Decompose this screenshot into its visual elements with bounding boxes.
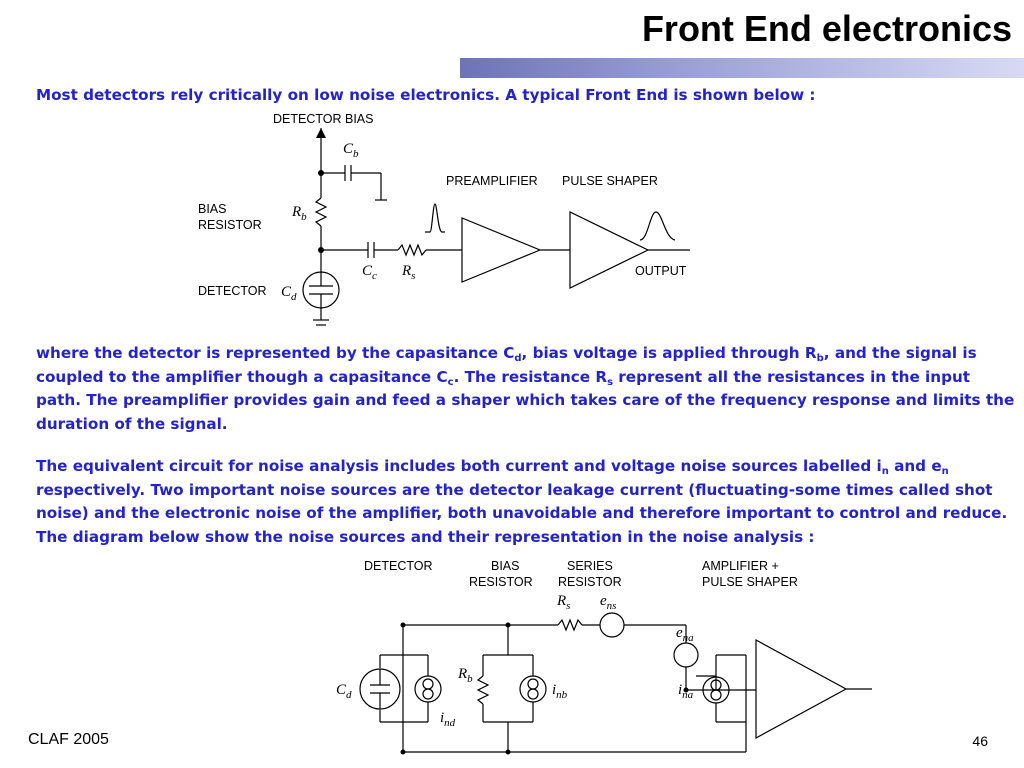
label-cb: Cb <box>343 141 359 160</box>
label-cd-2: Cd <box>336 682 352 701</box>
label-series-2: RESISTOR <box>558 575 622 589</box>
label-rs-2: Rs <box>556 593 570 612</box>
label-amp-2: PULSE SHAPER <box>702 575 798 589</box>
label-cd: Cd <box>281 284 297 303</box>
label-detector: DETECTOR <box>198 284 267 298</box>
label-ina: ina <box>678 682 694 701</box>
noise-analysis-text: The equivalent circuit for noise analysi… <box>36 457 1008 546</box>
label-bias-2-1: BIAS <box>491 559 520 573</box>
slide-title: Front End electronics <box>641 8 1012 49</box>
title-gradient-bar <box>460 58 1024 78</box>
label-rs: Rs <box>401 263 415 282</box>
label-series-1: SERIES <box>567 559 613 573</box>
front-end-circuit-diagram: DETECTOR BIAS Cb PREAMPLIFIER PULSE SHAP… <box>198 112 690 326</box>
label-cc: Cc <box>362 263 377 282</box>
noise-equivalent-circuit-diagram: DETECTOR BIAS RESISTOR SERIES RESISTOR A… <box>336 557 880 755</box>
label-bias-1: BIAS <box>198 202 227 216</box>
label-inb: inb <box>552 682 568 701</box>
label-bias-2: RESISTOR <box>198 218 262 232</box>
label-detector-2: DETECTOR <box>364 559 433 573</box>
intro-text: Most detectors rely critically on low no… <box>36 86 816 104</box>
label-amp-1: AMPLIFIER + <box>702 559 779 573</box>
label-ens: ens <box>600 593 616 612</box>
label-rb: Rb <box>291 204 307 223</box>
label-bias-2-2: RESISTOR <box>469 575 533 589</box>
description-text: where the detector is represented by the… <box>36 344 1015 433</box>
label-ind: ind <box>440 710 456 729</box>
label-ena: ena <box>676 625 694 644</box>
label-preamplifier: PREAMPLIFIER <box>446 174 538 188</box>
label-detector-bias: DETECTOR BIAS <box>273 112 373 126</box>
label-rb-2: Rb <box>457 666 473 685</box>
label-output: OUTPUT <box>635 264 687 278</box>
footer-label: CLAF 2005 <box>28 731 109 748</box>
page-number: 46 <box>972 733 988 749</box>
label-pulse-shaper: PULSE SHAPER <box>562 174 658 188</box>
